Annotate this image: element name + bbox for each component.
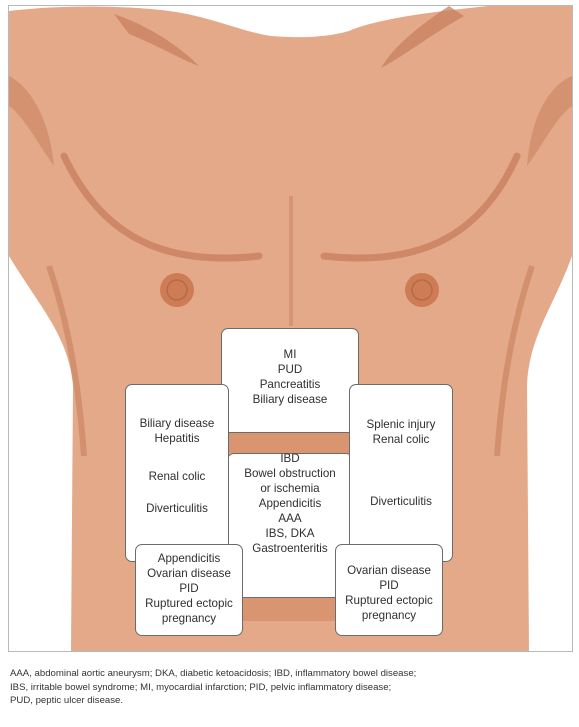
rlq-item: Ruptured ectopic xyxy=(145,596,233,611)
abbreviation-caption: AAA, abdominal aortic aneurysm; DKA, dia… xyxy=(10,667,572,708)
epigastric-item: Biliary disease xyxy=(253,392,328,407)
central-item: IBD xyxy=(280,451,299,466)
epigastric-item: Pancreatitis xyxy=(260,377,321,392)
central-list: IBD Bowel obstruction or ischemia Append… xyxy=(244,451,336,556)
caption-line: AAA, abdominal aortic aneurysm; DKA, dia… xyxy=(10,667,572,681)
nipple-left xyxy=(160,273,194,307)
caption-line: PUD, peptic ulcer disease. xyxy=(10,694,572,708)
rlq-item: Appendicitis xyxy=(158,551,221,566)
region-right-flank: Biliary disease Hepatitis Renal colic Di… xyxy=(125,384,229,562)
llq-item: pregnancy xyxy=(362,608,416,623)
central-item: Appendicitis xyxy=(259,496,322,511)
rlq-item: PID xyxy=(179,581,198,596)
llq-item: Ruptured ectopic xyxy=(345,593,433,608)
right-flank-item: Hepatitis xyxy=(154,431,199,446)
llq-item: Ovarian disease xyxy=(347,563,431,578)
central-item: Gastroenteritis xyxy=(252,541,327,556)
llq-item: PID xyxy=(379,578,398,593)
abdomen-band-upper xyxy=(227,433,352,453)
central-item: IBS, DKA xyxy=(266,526,315,541)
nipple-right xyxy=(405,273,439,307)
figure-frame: IBD Bowel obstruction or ischemia Append… xyxy=(8,5,573,652)
central-item: or ischemia xyxy=(260,481,319,496)
caption-line: IBS, irritable bowel syndrome; MI, myoca… xyxy=(10,681,572,695)
region-left-flank: Splenic injury Renal colic Diverticuliti… xyxy=(349,384,453,562)
epigastric-item: PUD xyxy=(278,362,302,377)
region-left-lower-quadrant: Ovarian disease PID Ruptured ectopic pre… xyxy=(335,544,443,636)
region-right-lower-quadrant: Appendicitis Ovarian disease PID Rupture… xyxy=(135,544,243,636)
central-item: Bowel obstruction xyxy=(244,466,336,481)
epigastric-item: MI xyxy=(284,347,297,362)
left-flank-item: Renal colic xyxy=(373,432,430,447)
region-epigastric: MI PUD Pancreatitis Biliary disease xyxy=(221,328,359,433)
right-flank-item: Diverticulitis xyxy=(146,501,208,516)
rlq-item: pregnancy xyxy=(162,611,216,626)
abdomen-band-lower xyxy=(237,596,347,621)
central-item: AAA xyxy=(278,511,301,526)
right-flank-item: Renal colic xyxy=(149,469,206,484)
left-flank-item: Diverticulitis xyxy=(370,494,432,509)
right-flank-item: Biliary disease xyxy=(140,416,215,431)
left-flank-item: Splenic injury xyxy=(367,417,436,432)
rlq-item: Ovarian disease xyxy=(147,566,231,581)
